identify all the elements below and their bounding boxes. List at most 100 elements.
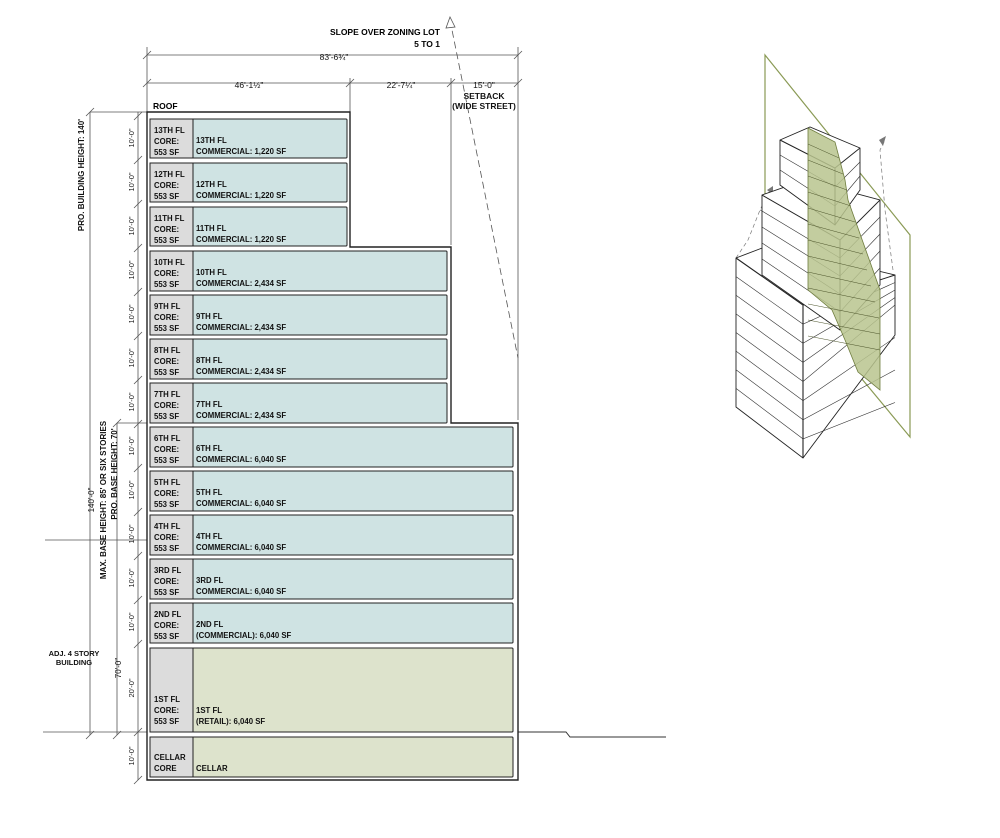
floor-name: 8TH FL xyxy=(196,356,223,365)
dimension-tick xyxy=(133,595,143,605)
core-label: 2ND FL xyxy=(154,610,182,619)
dimension-tick xyxy=(133,551,143,561)
core-label: CELLAR xyxy=(154,753,186,762)
core-label: 7TH FL xyxy=(154,390,181,399)
green-floor-line xyxy=(807,319,881,335)
core-area xyxy=(149,426,194,468)
setback-label-2: (WIDE STREET) xyxy=(452,101,516,111)
core-area xyxy=(149,250,194,292)
core-label: CORE: xyxy=(154,401,179,410)
sky-plane-intersection xyxy=(807,127,881,391)
core-label: 553 SF xyxy=(154,148,179,157)
green-floor-line xyxy=(807,159,844,175)
core-label: 12TH FL xyxy=(154,170,185,179)
core-area xyxy=(149,206,194,247)
floor-name: 3RD FL xyxy=(196,576,224,585)
core-label: CORE: xyxy=(154,621,179,630)
floor-name: 9TH FL xyxy=(196,312,223,321)
core-label: 553 SF xyxy=(154,632,179,641)
sky-exposure-plane xyxy=(764,53,911,439)
dimension-tick xyxy=(133,463,143,473)
core-area xyxy=(149,736,194,778)
core-label: CORE: xyxy=(154,269,179,278)
core-label: 553 SF xyxy=(154,412,179,421)
green-floor-line xyxy=(807,239,864,255)
total-height-dimension: 140'-0" xyxy=(87,487,96,512)
core-label: 553 SF xyxy=(154,280,179,289)
core-label: 13TH FL xyxy=(154,126,185,135)
core-label: 553 SF xyxy=(154,236,179,245)
adjacent-building-line1: ADJ. 4 STORY xyxy=(49,649,100,658)
floor-dimension-ticks xyxy=(133,111,143,785)
core-label: CORE: xyxy=(154,706,179,715)
base-height-dimension: 70'-0" xyxy=(114,658,123,679)
green-floor-line xyxy=(807,207,856,223)
floor-name: 4TH FL xyxy=(196,532,223,541)
roof-label: ROOF xyxy=(153,101,178,111)
core-label: 553 SF xyxy=(154,456,179,465)
floor-row: 1ST FL CORE: 553 SF 1ST FL (RETAIL): 6,040 S… xyxy=(149,647,514,733)
floor-use: (RETAIL): 6,040 SF xyxy=(196,717,265,726)
floor-height-label: 10'-0" xyxy=(127,568,136,587)
core-area xyxy=(149,647,194,733)
core-label: 553 SF xyxy=(154,192,179,201)
adjacent-building-label: ADJ. 4 STORY BUILDING xyxy=(49,649,100,667)
floor-use: COMMERCIAL: 1,220 SF xyxy=(196,147,286,156)
setback-label: SETBACK xyxy=(463,91,505,101)
core-label: CORE: xyxy=(154,181,179,190)
floor-name: 1ST FL xyxy=(196,706,222,715)
ground-line xyxy=(518,731,666,738)
floor-area xyxy=(149,294,448,336)
green-floor-line xyxy=(807,175,848,191)
sky-exposure-arrow-icon xyxy=(445,15,456,29)
floor-use: COMMERCIAL: 2,434 SF xyxy=(196,323,286,332)
core-label: CORE: xyxy=(154,357,179,366)
dimension-lines xyxy=(142,47,523,420)
floor-name: 6TH FL xyxy=(196,444,223,453)
dimension-tick xyxy=(133,775,143,785)
core-label: 553 SF xyxy=(154,588,179,597)
vertical-height-labels: PRO. BUILDING HEIGHT: 140' 140'-0" MAX. … xyxy=(77,119,123,678)
core-label: CORE: xyxy=(154,445,179,454)
core-label: 1ST FL xyxy=(154,695,180,704)
max-base-height-label: MAX. BASE HEIGHT: 85' OR SIX STORIES xyxy=(99,420,108,579)
floor-height-label: 10'-0" xyxy=(127,172,136,191)
floor-name: CELLAR xyxy=(196,764,228,773)
core-area xyxy=(149,338,194,380)
floor-height-label: 10'-0" xyxy=(127,392,136,411)
core-label: CORE: xyxy=(154,489,179,498)
floor-name: 5TH FL xyxy=(196,488,223,497)
floor-use: COMMERCIAL: 6,040 SF xyxy=(196,543,286,552)
core-label: 553 SF xyxy=(154,500,179,509)
floor-height-label: 10'-0" xyxy=(127,348,136,367)
core-area xyxy=(149,602,194,644)
floor-height-label: 10'-0" xyxy=(127,480,136,499)
floor-height-label: 10'-0" xyxy=(127,216,136,235)
floor-use: (COMMERCIAL): 6,040 SF xyxy=(196,631,292,640)
building-outline xyxy=(146,111,519,781)
dimension-tick xyxy=(133,287,143,297)
floor-height-label: 10'-0" xyxy=(127,304,136,323)
floor-height-label: 10'-0" xyxy=(127,612,136,631)
slope-ratio: 5 TO 1 xyxy=(414,39,440,49)
core-label: CORE: xyxy=(154,137,179,146)
core-area xyxy=(149,514,194,556)
floor-name: 10TH FL xyxy=(196,268,227,277)
dimension-tick xyxy=(133,243,143,253)
floor-height-label: 10'-0" xyxy=(127,436,136,455)
dimension-tick xyxy=(133,199,143,209)
core-label: 553 SF xyxy=(154,717,179,726)
vertical-dimensions xyxy=(43,107,147,780)
floor-height-label: 10'-0" xyxy=(127,746,136,765)
